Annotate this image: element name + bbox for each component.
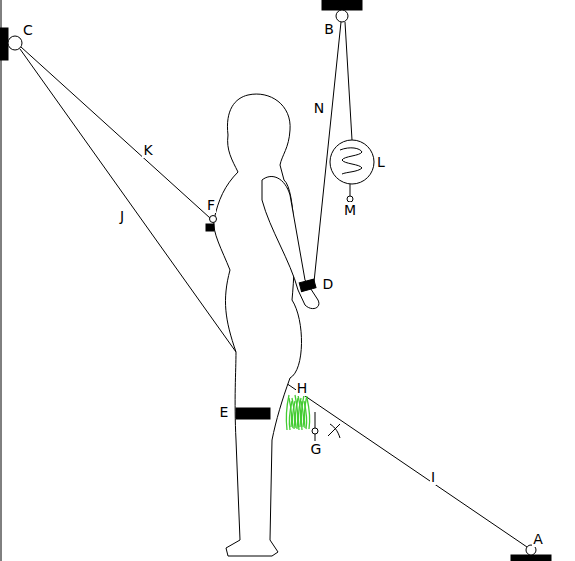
figure-outline	[214, 94, 302, 556]
pulley	[8, 36, 22, 50]
nettle-stem	[301, 395, 304, 430]
rope	[283, 381, 527, 547]
part-letter: M	[343, 202, 357, 218]
cutter-symbol	[328, 424, 340, 438]
pulley	[336, 10, 348, 22]
nettle-stem	[295, 395, 298, 429]
part-letter: C	[22, 22, 34, 38]
thigh-band	[236, 408, 270, 419]
rope	[345, 22, 352, 140]
nettle-stem	[304, 395, 307, 428]
arm-outline	[262, 176, 319, 308]
nettle-stem	[292, 398, 295, 429]
wall-mount	[0, 28, 8, 60]
part-letter: B	[323, 21, 335, 37]
part-letter: G	[310, 441, 323, 457]
ceiling-mount	[322, 0, 362, 10]
key	[312, 428, 318, 434]
nettle-stem	[286, 395, 289, 430]
part-letter: H	[296, 380, 309, 396]
part-letter: I	[430, 469, 436, 485]
part-letter: J	[119, 208, 125, 224]
rope	[21, 47, 210, 218]
part-letter: F	[206, 197, 216, 213]
floor-mount	[511, 555, 551, 561]
wrist-cuff	[299, 279, 316, 292]
wall-line	[1, 0, 2, 561]
part-letter: N	[313, 100, 325, 116]
nettle-stem	[298, 398, 301, 430]
part-letter: D	[322, 276, 335, 292]
nettle-bunch	[286, 395, 309, 430]
part-letter: A	[532, 531, 544, 547]
key-string	[350, 184, 351, 196]
part-letter: L	[376, 154, 386, 170]
bag-contents	[340, 148, 362, 174]
nettle-stem	[292, 401, 295, 428]
rope	[20, 49, 236, 352]
nettle-stem	[307, 398, 310, 429]
part-letter: E	[219, 404, 230, 420]
key-string	[315, 412, 316, 428]
clamp	[210, 216, 217, 223]
nettle-stem	[289, 401, 292, 430]
bag	[330, 140, 374, 184]
padlock	[206, 224, 214, 231]
nettle-stem	[295, 398, 298, 428]
part-letter: K	[142, 142, 153, 158]
